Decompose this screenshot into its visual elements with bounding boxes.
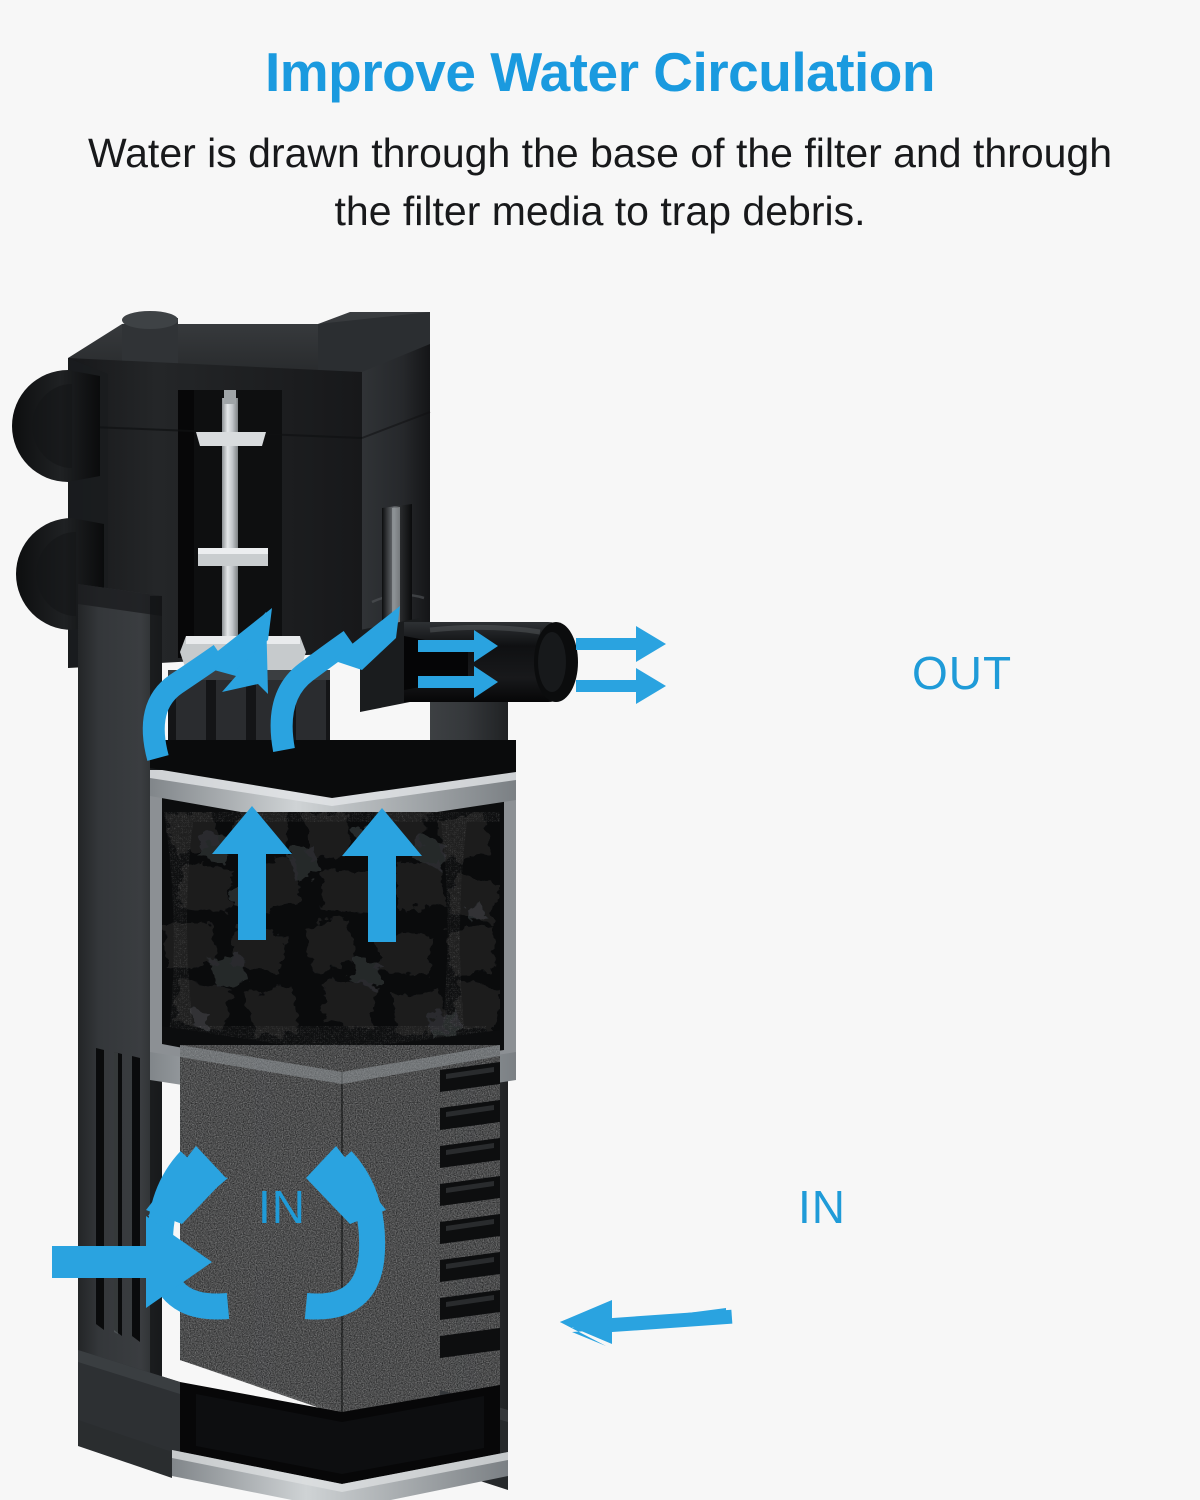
header: Improve Water Circulation Water is drawn… bbox=[0, 0, 1200, 240]
flow-arrow-carbon-right bbox=[342, 808, 422, 942]
suction-cup-upper bbox=[12, 370, 100, 482]
page-subtitle: Water is drawn through the base of the f… bbox=[87, 129, 1113, 234]
flow-arrow-pump-left bbox=[142, 608, 272, 761]
intake-slots-right bbox=[440, 1062, 500, 1358]
flow-label-in-right: IN bbox=[798, 1181, 846, 1233]
page-title: Improve Water Circulation bbox=[264, 41, 936, 103]
flow-arrow-outlet bbox=[418, 626, 666, 704]
intake-slots-left bbox=[96, 1048, 140, 1342]
flow-label-out: OUT bbox=[912, 647, 1013, 699]
flow-arrow-in-left bbox=[52, 1216, 212, 1308]
flow-arrow-pump-right bbox=[270, 606, 400, 752]
flow-label-in-left: IN bbox=[258, 1181, 306, 1233]
base-cavity bbox=[78, 1350, 508, 1500]
flow-arrow-in-right bbox=[560, 1300, 733, 1346]
flow-arrow-carbon-left bbox=[212, 806, 292, 940]
product-illustration bbox=[0, 300, 1200, 1500]
flow-arrow-sponge-right bbox=[304, 1146, 386, 1320]
